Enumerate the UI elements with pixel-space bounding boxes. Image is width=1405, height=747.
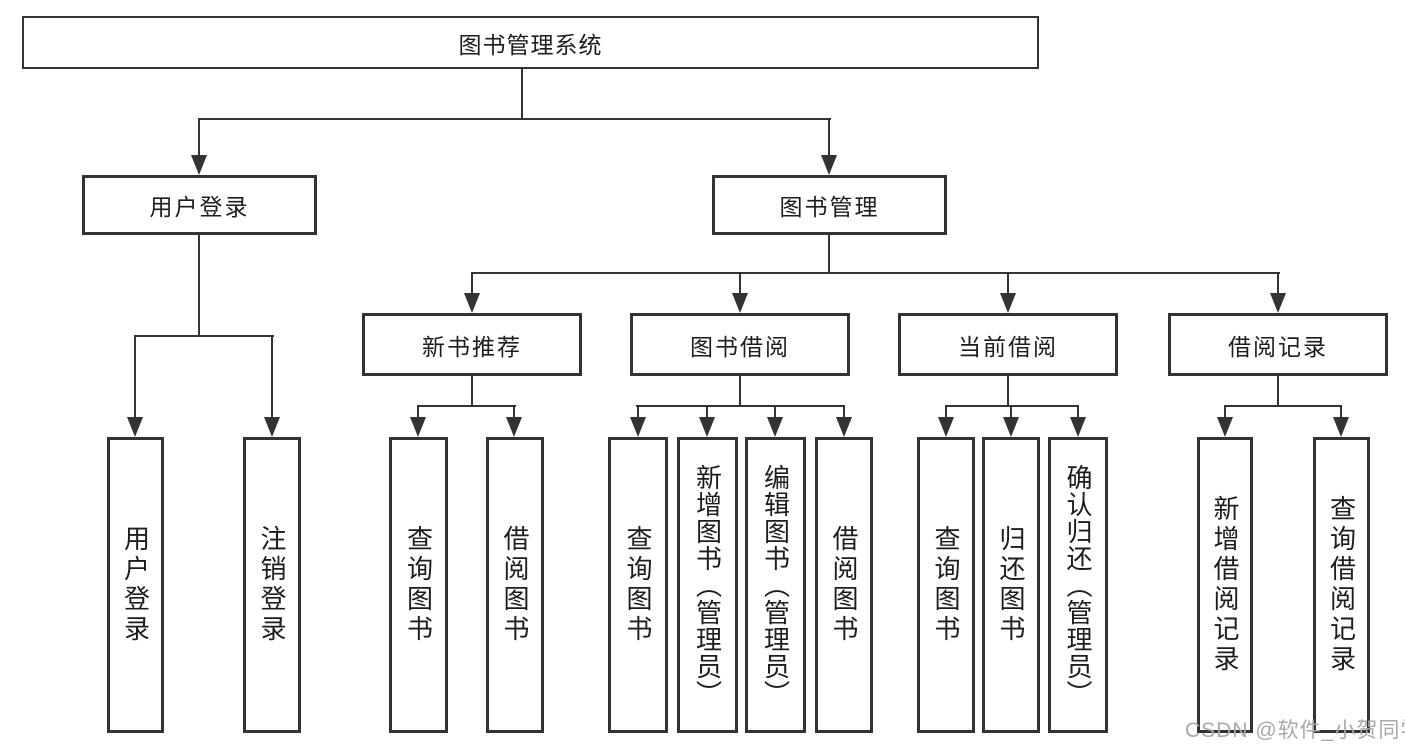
leaf-edit-books-admin-label: 编辑图书（管理员） (760, 463, 791, 707)
arrowhead-borrow-books (836, 417, 852, 437)
node-root: 图书管理系统 (22, 16, 1039, 69)
leaf-borrow-books: 借阅图书 (815, 437, 873, 733)
leaf-add-books-admin: 新增图书（管理员） (677, 437, 738, 733)
connector-borrowing-branch (636, 405, 845, 407)
connector-to-add-books (706, 405, 708, 419)
node-book-borrowing-label: 图书借阅 (690, 333, 790, 360)
connector-to-borrowing-records (1277, 272, 1279, 295)
connector-recommend-stem (471, 376, 473, 407)
connector-to-add-record (1224, 405, 1226, 419)
connector-to-new-book-recommend (471, 272, 473, 295)
arrowhead-current-borrowing (1000, 293, 1016, 313)
leaf-confirm-return-admin-label: 确认归还（管理员） (1063, 463, 1093, 707)
leaf-return-books-label: 归还图书 (996, 525, 1026, 645)
connector-current-stem (1007, 376, 1009, 407)
connector-recommend-branch (417, 405, 516, 407)
leaf-user-login-label: 用户登录 (120, 525, 151, 645)
arrowhead-add-record (1217, 417, 1233, 437)
connector-to-user-login (198, 118, 200, 157)
csdn-watermark: CSDN @软件_小贺同学 (1185, 719, 1405, 742)
connector-records-stem (1277, 376, 1279, 407)
leaf-return-books: 归还图书 (982, 437, 1040, 733)
connector-to-current-query (945, 405, 947, 419)
arrowhead-new-book-recommend (464, 293, 480, 313)
arrowhead-recommend-borrow (506, 417, 522, 437)
node-user-login: 用户登录 (82, 175, 317, 235)
connector-borrowing-stem (739, 376, 741, 407)
connector-book-management-stem (828, 235, 830, 274)
node-book-management: 图书管理 (712, 175, 947, 235)
arrowhead-confirm-return (1070, 417, 1086, 437)
arrowhead-edit-books (767, 417, 783, 437)
node-borrowing-records-label: 借阅记录 (1228, 333, 1328, 360)
node-root-label: 图书管理系统 (458, 31, 603, 58)
leaf-recommend-borrow-books: 借阅图书 (486, 437, 544, 733)
connector-to-recommend-query (417, 405, 419, 419)
connector-to-confirm-return (1077, 405, 1079, 419)
connector-to-leaf-logout (271, 335, 273, 419)
leaf-user-login: 用户登录 (107, 437, 164, 733)
arrowhead-add-books (699, 417, 715, 437)
connector-root-branch (198, 118, 831, 120)
leaf-borrowing-query-books: 查询图书 (608, 437, 668, 733)
connector-to-book-management (828, 118, 830, 157)
leaf-current-query-books-label: 查询图书 (931, 525, 961, 645)
connector-current-branch (945, 405, 1079, 407)
leaf-add-borrow-record-label: 新增借阅记录 (1210, 495, 1240, 675)
connector-to-borrow-books (843, 405, 845, 419)
node-book-management-label: 图书管理 (779, 194, 880, 220)
arrowhead-current-query (938, 417, 954, 437)
leaf-recommend-query-books-label: 查询图书 (403, 525, 434, 645)
node-book-borrowing: 图书借阅 (630, 313, 850, 376)
node-new-book-recommend: 新书推荐 (362, 313, 582, 376)
connector-book-management-branch (471, 272, 1280, 274)
arrowhead-book-management (821, 155, 837, 175)
connector-to-return-books (1010, 405, 1012, 419)
arrowhead-query-record (1333, 417, 1349, 437)
leaf-confirm-return-admin: 确认归还（管理员） (1048, 437, 1108, 733)
leaf-borrowing-query-books-label: 查询图书 (623, 525, 653, 645)
connector-to-edit-books (774, 405, 776, 419)
leaf-edit-books-admin: 编辑图书（管理员） (745, 437, 806, 733)
connector-to-current-borrowing (1007, 272, 1009, 295)
connector-to-book-borrowing (739, 272, 741, 295)
connector-to-query-record (1340, 405, 1342, 419)
connector-to-leaf-user-login (134, 335, 136, 419)
arrowhead-borrowing-records (1270, 293, 1286, 313)
connector-to-borrowing-query (637, 405, 639, 419)
arrowhead-user-login (191, 155, 207, 175)
arrowhead-recommend-query (410, 417, 426, 437)
leaf-logout: 注销登录 (243, 437, 301, 733)
connector-root-stem (521, 69, 523, 118)
arrowhead-borrowing-query (630, 417, 646, 437)
arrowhead-book-borrowing (732, 293, 748, 313)
leaf-query-borrow-record: 查询借阅记录 (1313, 437, 1370, 733)
leaf-recommend-borrow-books-label: 借阅图书 (500, 525, 530, 645)
leaf-add-books-admin-label: 新增图书（管理员） (692, 463, 723, 707)
connector-to-recommend-borrow (513, 405, 515, 419)
leaf-logout-label: 注销登录 (257, 525, 287, 645)
arrowhead-leaf-user-login (127, 417, 143, 437)
arrowhead-leaf-logout (264, 417, 280, 437)
node-borrowing-records: 借阅记录 (1168, 313, 1388, 376)
leaf-query-borrow-record-label: 查询借阅记录 (1326, 495, 1357, 675)
connector-user-login-branch (134, 335, 274, 337)
node-user-login-label: 用户登录 (149, 194, 250, 220)
node-current-borrowing: 当前借阅 (898, 313, 1118, 376)
leaf-current-query-books: 查询图书 (917, 437, 975, 733)
leaf-borrow-books-label: 借阅图书 (829, 525, 859, 645)
connector-user-login-stem (198, 235, 200, 337)
node-new-book-recommend-label: 新书推荐 (422, 333, 522, 360)
leaf-recommend-query-books: 查询图书 (389, 437, 448, 733)
leaf-add-borrow-record: 新增借阅记录 (1197, 437, 1253, 733)
connector-records-branch (1224, 405, 1342, 407)
node-current-borrowing-label: 当前借阅 (958, 333, 1058, 360)
arrowhead-return-books (1003, 417, 1019, 437)
